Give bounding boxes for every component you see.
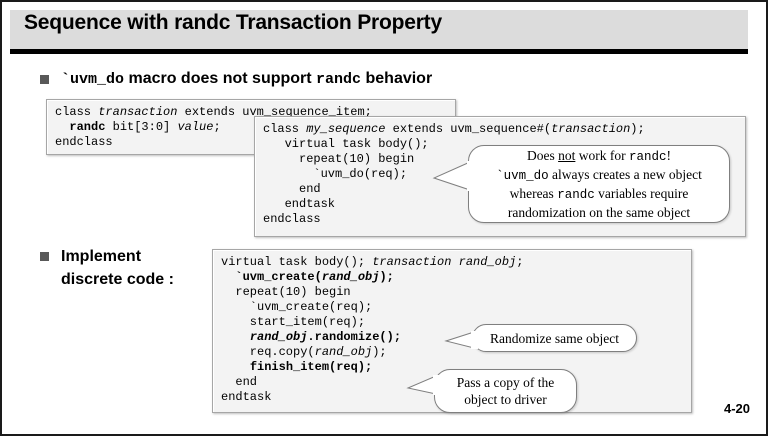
code-line: endtask <box>221 390 272 404</box>
code-line: req.copy(rand_obj); <box>221 345 387 359</box>
code-line: virtual task body(); transaction rand_ob… <box>221 255 524 269</box>
code-line: `uvm_create(rand_obj); <box>235 270 394 284</box>
callout-mono-uvm-do: `uvm_do <box>496 169 549 183</box>
bullet-seg-randc: randc <box>316 71 362 88</box>
callout-line: object to driver <box>464 392 547 407</box>
code-line: `uvm_do(req); <box>263 167 408 181</box>
code-line: finish_item(req); <box>249 360 373 374</box>
code-line: randc bit[3:0] value; <box>69 120 221 134</box>
code-line: `uvm_create(req); <box>221 300 373 314</box>
code-line: class my_sequence extends uvm_sequence#(… <box>263 122 645 136</box>
bullet-seg-macro-text: macro does not support <box>124 70 317 87</box>
page-number: 4-20 <box>723 401 750 416</box>
bullet-implement-discrete-code-label: Implement discrete code : <box>61 245 174 291</box>
code-line: end <box>221 375 258 389</box>
code-line: endtask <box>263 197 336 211</box>
bullet-uvm-do-macro-label: `uvm_do macro does not support randc beh… <box>61 68 432 91</box>
callout-line: randomization on the same object <box>507 205 691 220</box>
code-line: end <box>263 182 321 196</box>
bullet-seg-behavior: behavior <box>361 70 433 87</box>
callout-mono-randc-2: randc <box>557 188 595 202</box>
callout-line: Does not work for randc! <box>526 148 672 164</box>
code-line: start_item(req); <box>221 315 366 329</box>
slide-title: Sequence with randc Transaction Property <box>24 11 442 34</box>
code-line: endclass <box>263 212 321 226</box>
callout-line: whereas randc variables require <box>509 186 689 202</box>
bullet-implement-discrete-code: Implement discrete code : <box>40 245 210 291</box>
code-line: repeat(10) begin <box>221 285 351 299</box>
code-line: virtual task body(); <box>263 137 429 151</box>
callout-line: `uvm_do always creates a new object <box>496 167 702 183</box>
code-line: rand_obj.randomize(); <box>249 330 402 344</box>
callout-line: Pass a copy of the <box>456 375 555 390</box>
bullet-line-2: discrete code : <box>61 271 174 288</box>
bullet-square-icon <box>40 252 49 261</box>
callout-randomize-same-object: Randomize same object <box>472 324 637 352</box>
bullet-square-icon <box>40 75 49 84</box>
callout-randc-warning: Does not work for randc! `uvm_do always … <box>468 145 730 223</box>
bullet-uvm-do-macro: `uvm_do macro does not support randc beh… <box>40 68 432 91</box>
callout-line: Randomize same object <box>490 330 619 346</box>
code-line: class transaction extends uvm_sequence_i… <box>55 105 372 119</box>
slide-title-bar <box>10 10 748 54</box>
code-line: repeat(10) begin <box>263 152 415 166</box>
bullet-line-1: Implement <box>61 248 142 265</box>
callout-emphasis-not: not <box>558 148 576 163</box>
bullet-seg-uvm-do: `uvm_do <box>61 71 125 88</box>
code-line: endclass <box>55 135 113 149</box>
callout-mono-randc: randc <box>629 150 667 164</box>
callout-pass-copy-to-driver: Pass a copy of the object to driver <box>434 369 577 413</box>
